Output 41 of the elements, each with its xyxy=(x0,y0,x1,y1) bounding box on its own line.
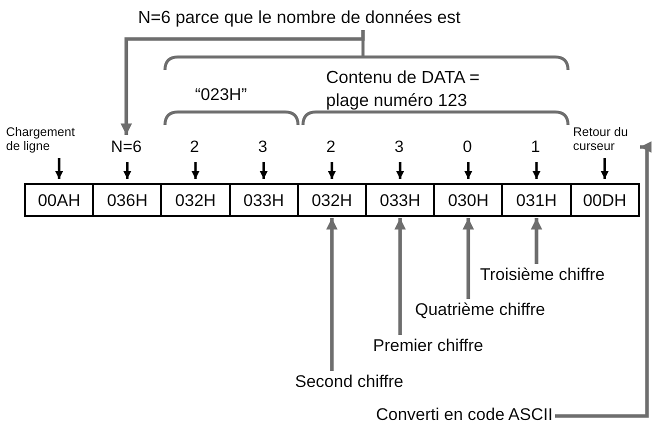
annotation-text: N=6 parce que le nombre de données est xyxy=(138,6,461,30)
annotation-text: Converti en code ASCII xyxy=(376,404,553,428)
arrow xyxy=(192,162,200,179)
value-label: 0 xyxy=(445,137,490,159)
annotation-text: Quatrième chiffre xyxy=(415,299,546,323)
value-label: 3 xyxy=(377,137,422,159)
annotation-text: Chargement de ligne xyxy=(6,125,80,155)
byte-cell: 030H xyxy=(433,183,504,217)
byte-cell: 032H xyxy=(160,183,231,217)
arrow xyxy=(394,218,406,335)
annotation-text: Retour du curseur xyxy=(573,125,639,155)
arrow xyxy=(532,162,540,179)
arrow xyxy=(600,158,609,179)
value-label: 1 xyxy=(514,137,558,159)
byte-cell: 00AH xyxy=(24,183,94,217)
arrow xyxy=(328,162,336,179)
arrow xyxy=(396,162,404,179)
arrow xyxy=(462,218,474,299)
annotation-text: Second chiffre xyxy=(295,371,404,395)
annotation-text: Premier chiffre xyxy=(373,335,484,359)
arrow xyxy=(530,218,542,264)
value-label: 3 xyxy=(240,137,285,159)
value-label: 2 xyxy=(172,137,216,159)
byte-cell: 036H xyxy=(92,183,162,217)
arrow xyxy=(326,218,338,371)
arrow xyxy=(464,162,472,179)
arrow xyxy=(55,158,64,179)
annotation-text: Troisième chiffre xyxy=(480,264,605,288)
value-label: 2 xyxy=(308,137,353,159)
arrow xyxy=(260,162,268,179)
byte-cell: 031H xyxy=(501,183,572,217)
arrow xyxy=(555,141,652,418)
arrow xyxy=(120,30,365,135)
byte-cell: 00DH xyxy=(570,183,640,217)
byte-cell: 032H xyxy=(296,183,367,217)
bracket-label: “023H” xyxy=(195,84,248,106)
byte-cell: 033H xyxy=(365,183,436,217)
bracket-label: Contenu de DATA = plage numéro 123 xyxy=(326,66,481,112)
value-label: N=6 xyxy=(104,137,148,159)
byte-cell: 033H xyxy=(228,183,299,217)
arrow xyxy=(123,162,132,179)
